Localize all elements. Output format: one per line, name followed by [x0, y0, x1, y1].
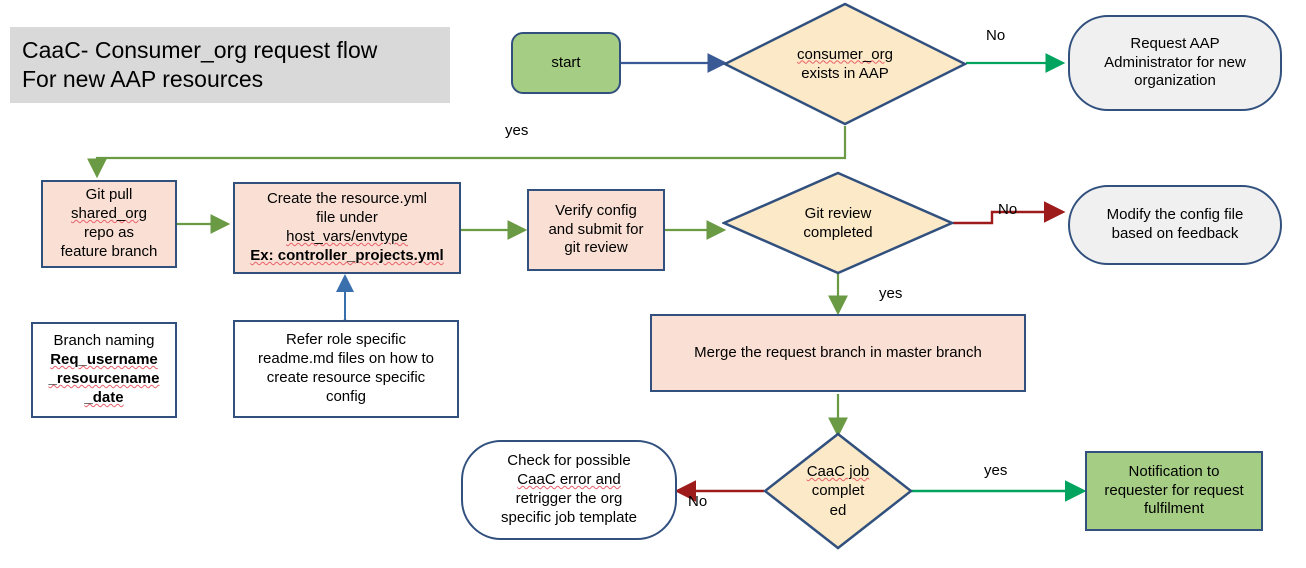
- line-2: file under: [316, 209, 378, 227]
- node-caac-job-decision-text: CaaC job complet ed: [763, 432, 913, 550]
- title-line-1: CaaC- Consumer_org request flow: [22, 36, 378, 63]
- node-git-pull[interactable]: Git pull shared_org repo as feature bran…: [41, 180, 177, 268]
- node-refer-readme[interactable]: Refer role specific readme.md files on h…: [233, 320, 459, 418]
- line-3: organization: [1134, 72, 1216, 90]
- line-4: _date: [84, 388, 124, 406]
- line-1: Branch naming: [53, 332, 155, 350]
- diamond-shape: [723, 2, 967, 126]
- node-caac-job-decision[interactable]: CaaC job complet ed: [763, 432, 913, 550]
- decision-line-3: ed: [829, 501, 847, 519]
- diamond-shape: [763, 432, 913, 550]
- line-3: _resourcename: [48, 370, 160, 387]
- node-branch-naming-label: Branch naming Req_username _resourcename…: [45, 332, 164, 408]
- node-refer-readme-label: Refer role specific readme.md files on h…: [254, 331, 438, 407]
- line-3: host_vars/envtype: [286, 228, 408, 245]
- node-git-pull-label: Git pull shared_org repo as feature bran…: [57, 186, 162, 262]
- line-4: config: [325, 387, 366, 405]
- node-merge-branch-label: Merge the request branch in master branc…: [694, 343, 982, 361]
- line-4: Ex: controller_projects.yml: [250, 246, 444, 264]
- line-3: retrigger the org: [515, 490, 623, 507]
- node-modify-config[interactable]: Modify the config file based on feedback: [1068, 185, 1282, 265]
- line-1: Verify config: [555, 201, 637, 219]
- node-branch-naming[interactable]: Branch naming Req_username _resourcename…: [31, 322, 177, 418]
- node-consumer-org-decision-text: consumer_org exists in AAP: [723, 2, 967, 126]
- node-modify-config-label: Modify the config file based on feedback: [1103, 206, 1248, 244]
- node-consumer-org-decision[interactable]: consumer_org exists in AAP: [723, 2, 967, 126]
- line-3: create resource specific: [266, 369, 426, 386]
- edge-label-caac-yes: yes: [984, 462, 1008, 479]
- line-2: and submit for: [548, 220, 644, 238]
- edge-label-consumer-no: No: [986, 27, 1006, 44]
- title-line-2: For new AAP resources: [22, 66, 264, 92]
- line-4: feature branch: [60, 242, 158, 260]
- decision-line-2: exists in AAP: [801, 65, 889, 82]
- diagram-title: CaaC- Consumer_org request flow For new …: [10, 27, 450, 103]
- line-2: requester for request: [1104, 481, 1244, 499]
- node-merge-branch[interactable]: Merge the request branch in master branc…: [650, 314, 1026, 392]
- line-1: Modify the config file: [1106, 206, 1244, 224]
- line-1: Create the resource.yml: [266, 190, 428, 208]
- decision-line-2: completed: [803, 224, 873, 241]
- node-verify-config[interactable]: Verify config and submit for git review: [527, 189, 665, 271]
- line-2: shared_org: [71, 205, 147, 223]
- decision-line-1: CaaC job: [806, 462, 870, 480]
- node-create-resource-file[interactable]: Create the resource.yml file under host_…: [233, 182, 461, 274]
- node-request-aap-admin[interactable]: Request AAP Administrator for new organi…: [1068, 15, 1282, 111]
- edge-label-caac-no: No: [688, 493, 708, 510]
- decision-line-2: complet: [811, 482, 865, 500]
- node-check-caac-error[interactable]: Check for possible CaaC error and retrig…: [461, 440, 677, 540]
- node-check-caac-error-label: Check for possible CaaC error and retrig…: [497, 452, 641, 528]
- diamond-shape: [722, 171, 954, 275]
- line-1: Git pull: [85, 186, 133, 204]
- line-3: git review: [564, 239, 628, 257]
- edge-label-consumer-yes: yes: [505, 122, 529, 139]
- line-2: Administrator for new: [1104, 53, 1246, 71]
- line-2: CaaC error and: [517, 471, 621, 489]
- node-git-review-decision-text: Git review completed: [722, 171, 954, 275]
- line-3: repo as: [83, 224, 135, 241]
- node-start-label: start: [551, 53, 581, 71]
- edge-label-git-review-no: No: [998, 201, 1018, 218]
- node-verify-config-label: Verify config and submit for git review: [544, 202, 647, 259]
- line-2: based on feedback: [1111, 225, 1239, 242]
- line-2: readme.md files on how to: [258, 350, 434, 368]
- line-4: specific job template: [501, 508, 637, 526]
- node-create-resource-file-label: Create the resource.yml file under host_…: [246, 190, 447, 266]
- line-1: Request AAP: [1130, 34, 1220, 52]
- node-notification[interactable]: Notification to requester for request fu…: [1085, 451, 1263, 531]
- line-1: Notification to: [1128, 462, 1220, 480]
- node-git-review-decision[interactable]: Git review completed: [722, 171, 954, 275]
- decision-line-1: consumer_org: [797, 45, 893, 63]
- edge-label-git-review-yes: yes: [879, 285, 903, 302]
- line-2: Req_username: [50, 351, 158, 369]
- line-3: fulfilment: [1143, 500, 1205, 518]
- node-request-aap-admin-label: Request AAP Administrator for new organi…: [1100, 35, 1250, 92]
- node-notification-label: Notification to requester for request fu…: [1100, 463, 1247, 520]
- line-1: Refer role specific: [285, 331, 407, 349]
- line-1: Check for possible: [507, 452, 631, 470]
- decision-line-1: Git review: [804, 204, 872, 222]
- node-start[interactable]: start: [511, 32, 621, 94]
